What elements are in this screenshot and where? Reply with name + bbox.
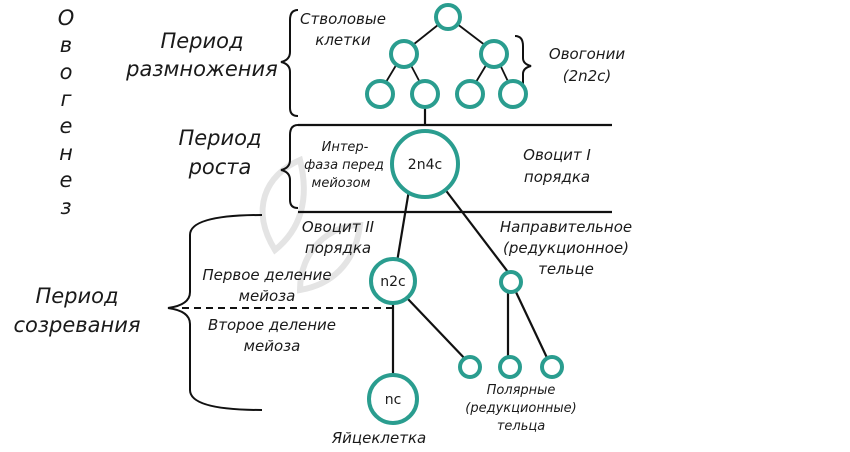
meiosis-lines	[391, 187, 550, 378]
oogonium-cell	[479, 39, 509, 69]
polar-body-cell	[498, 355, 522, 379]
polar-body-label-line1: Направительное	[500, 218, 632, 236]
oocyte-2-label-line1: Овоцит II	[302, 218, 375, 236]
vertical-title: О в о г е н е з	[58, 6, 75, 219]
oogonium-cell	[410, 79, 440, 109]
title-letter: в	[60, 33, 72, 57]
meiosis-1-label-line2: мейоза	[239, 287, 296, 305]
oocyte-2-cell	[369, 257, 417, 305]
period-reproduction-line2: размножения	[125, 57, 278, 81]
period-maturation-line2: созревания	[13, 313, 140, 337]
title-letter: е	[60, 114, 73, 138]
brace-growth	[280, 124, 299, 209]
polar-body-cell	[458, 355, 482, 379]
egg-label: Яйцеклетка	[331, 429, 426, 447]
stem-cells-label-line1: Стволовые	[300, 10, 386, 28]
title-letter: е	[60, 168, 73, 192]
polar-body-cell	[540, 355, 564, 379]
title-letter: о	[60, 60, 73, 84]
title-letter: н	[59, 141, 73, 165]
title-letter: г	[60, 87, 72, 111]
period-growth-line1: Период	[178, 126, 261, 150]
oogonium-cell	[365, 79, 395, 109]
meiosis-1-label-line1: Первое деление	[202, 266, 331, 284]
polar-body-label-line3: тельце	[538, 260, 594, 278]
title-letter: з	[60, 195, 71, 219]
polar-bodies-label-line1: Полярные	[487, 383, 556, 398]
reproduction-tree-lines	[379, 16, 514, 125]
polar-body-cell	[499, 270, 523, 294]
meiosis-2-label-line2: мейоза	[244, 337, 301, 355]
polar-bodies-label-line3: тельца	[497, 419, 545, 434]
oocyte-2-label-line2: порядка	[305, 239, 371, 257]
oocyte-1-ploidy: 2n4c	[408, 157, 442, 173]
meiosis-2-label-line1: Второе деление	[208, 316, 336, 334]
polar-bodies-label-line2: (редукционные)	[465, 401, 576, 416]
stem-cell	[434, 3, 462, 31]
period-reproduction-line1: Период	[160, 29, 243, 53]
egg-cell	[367, 373, 419, 425]
oogonia-label-line2: (2n2c)	[563, 67, 612, 85]
oocyte-1-label-line1: Овоцит I	[523, 146, 591, 164]
oogonia-label-line1: Овогонии	[549, 45, 625, 63]
interphase-label-line1: Интер-	[322, 140, 369, 155]
watermark-leaf-icon	[259, 155, 364, 294]
period-growth-line2: роста	[188, 155, 252, 179]
interphase-label-line2: фаза перед	[304, 158, 384, 173]
oogonium-cell	[498, 79, 528, 109]
oogonium-cell	[389, 39, 419, 69]
egg-ploidy: nc	[385, 392, 402, 408]
interphase-label-line3: мейозом	[312, 176, 371, 191]
oocyte-1-cell	[390, 129, 460, 199]
stem-cells-label-line2: клетки	[315, 31, 371, 49]
period-maturation-line1: Период	[35, 284, 118, 308]
oogonium-cell	[455, 79, 485, 109]
brace-reproduction	[280, 9, 299, 117]
brace-maturation	[167, 214, 263, 411]
oocyte-2-ploidy: n2c	[380, 274, 405, 290]
oocyte-1-label-line2: порядка	[524, 168, 590, 186]
title-letter: О	[58, 6, 75, 30]
polar-body-label-line2: (редукционное)	[503, 239, 629, 257]
